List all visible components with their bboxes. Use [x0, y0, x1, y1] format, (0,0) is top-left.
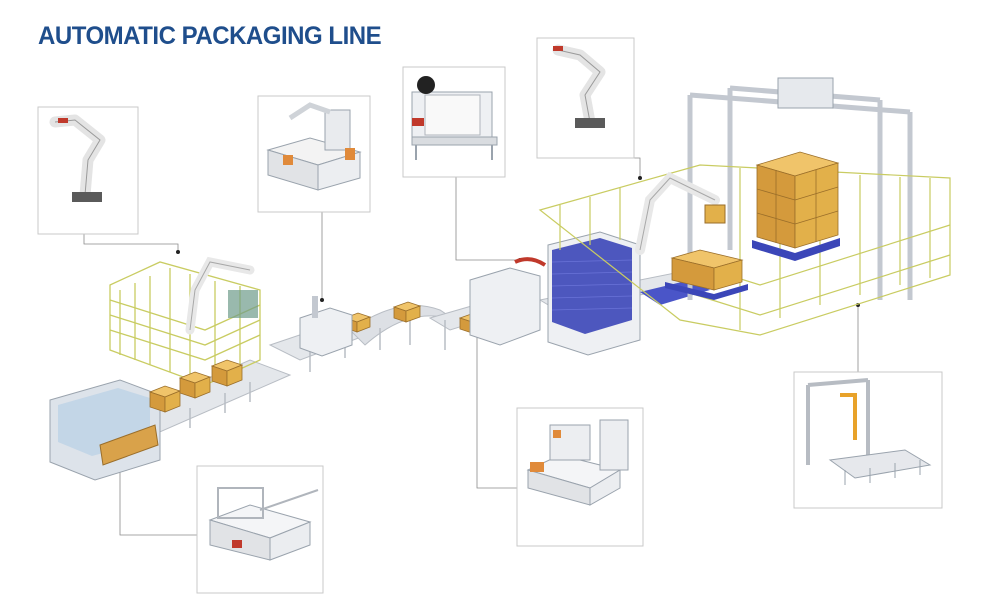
pallet-stack [547, 231, 710, 356]
carton-opener-icon [208, 487, 319, 561]
palletizing-robot-icon [552, 44, 606, 128]
case-sealer-icon [266, 102, 362, 191]
corner-sealer-icon [526, 419, 629, 506]
case-sealer-machine [299, 296, 353, 357]
strapping-machine-icon [411, 76, 498, 160]
page-title: AUTOMATIC PACKAGING LINE [38, 22, 382, 50]
palletizing-cell [538, 77, 951, 336]
robot-left [185, 256, 258, 335]
strapping-machine [469, 257, 547, 346]
case-erector-machine [49, 379, 161, 481]
cartons [148, 301, 488, 413]
robot-case-packer-icon [49, 114, 106, 202]
pallet-wrapper-icon [806, 378, 932, 485]
